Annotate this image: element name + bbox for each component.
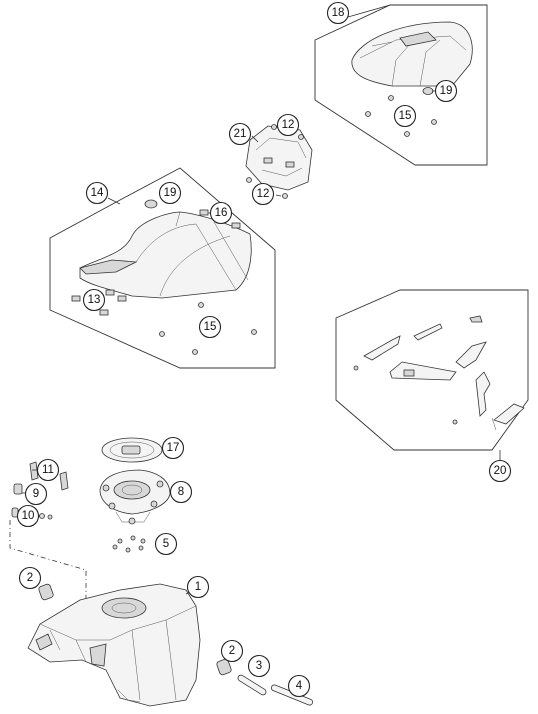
- rider-seat-group: [49, 167, 276, 369]
- callout-15-rear: 15: [393, 104, 417, 128]
- callout-19-front-label: 19: [164, 187, 177, 199]
- callout-2-right: 2: [220, 639, 244, 663]
- callout-19-front: 19: [158, 181, 182, 205]
- callout-16-label: 16: [215, 207, 228, 219]
- rubber-grommet-icon: [422, 87, 434, 95]
- callout-12-bottom: 12: [251, 182, 275, 206]
- callout-14: 14: [85, 181, 109, 205]
- callout-5-label: 5: [163, 538, 169, 550]
- filler-flange-group: [99, 469, 171, 525]
- bushing-right: [216, 658, 232, 676]
- callout-14-label: 14: [91, 187, 104, 199]
- callout-11: 11: [36, 458, 60, 482]
- callout-10: 10: [16, 504, 40, 528]
- callout-5: 5: [154, 532, 178, 556]
- callout-21-label: 21: [234, 128, 247, 140]
- fuel-cap-group: [101, 437, 163, 463]
- callout-16: 16: [209, 201, 233, 225]
- callout-9: 9: [24, 482, 48, 506]
- pin-3: [237, 674, 267, 696]
- seat-grommet-icon: [144, 199, 158, 209]
- small-parts-group: [11, 461, 69, 520]
- callout-9-label: 9: [33, 488, 39, 500]
- callout-8-label: 8: [178, 486, 184, 498]
- callout-15-front: 15: [198, 315, 222, 339]
- callout-15-rear-label: 15: [399, 110, 412, 122]
- callout-2-right-label: 2: [229, 645, 235, 657]
- callout-20-label: 20: [494, 465, 507, 477]
- callout-19-rear-label: 19: [440, 85, 453, 97]
- callout-3: 3: [247, 654, 271, 678]
- callout-17: 17: [161, 436, 185, 460]
- callout-2-left: 2: [18, 566, 42, 590]
- rider-seat: [79, 211, 252, 299]
- group-14-outline: [49, 167, 276, 369]
- callout-12-top: 12: [276, 113, 300, 137]
- group-20-outline: [335, 289, 529, 451]
- callout-20: 20: [488, 459, 512, 483]
- callout-15-front-label: 15: [204, 321, 217, 333]
- callout-11-label: 11: [42, 464, 54, 476]
- callout-3-label: 3: [256, 660, 262, 672]
- callout-1: 1: [186, 575, 210, 599]
- callout-1-label: 1: [195, 581, 201, 593]
- callout-4: 4: [287, 674, 311, 698]
- callout-13-label: 13: [88, 294, 101, 306]
- callout-12-bottom-label: 12: [257, 188, 270, 200]
- fuel-tank-group: [27, 583, 201, 707]
- callout-2-left-label: 2: [27, 572, 33, 584]
- callout-19-rear: 19: [434, 79, 458, 103]
- screw-set-group: [112, 535, 146, 553]
- callout-18: 18: [326, 1, 350, 25]
- callout-21: 21: [228, 122, 252, 146]
- callout-12-top-label: 12: [282, 119, 295, 131]
- callout-4-label: 4: [296, 680, 303, 692]
- callout-18-label: 18: [332, 7, 345, 19]
- fuel-tank: [27, 583, 201, 707]
- seat-bracket-group: [245, 124, 313, 199]
- callout-13: 13: [82, 288, 106, 312]
- rear-seat-group: [314, 4, 488, 166]
- assembly-dashed-line: [9, 520, 101, 607]
- rear-seat-cover: [351, 21, 473, 87]
- callout-8: 8: [169, 480, 193, 504]
- fairing-parts-group: [335, 289, 529, 460]
- callout-17-label: 17: [167, 442, 180, 454]
- callout-10-label: 10: [22, 510, 35, 522]
